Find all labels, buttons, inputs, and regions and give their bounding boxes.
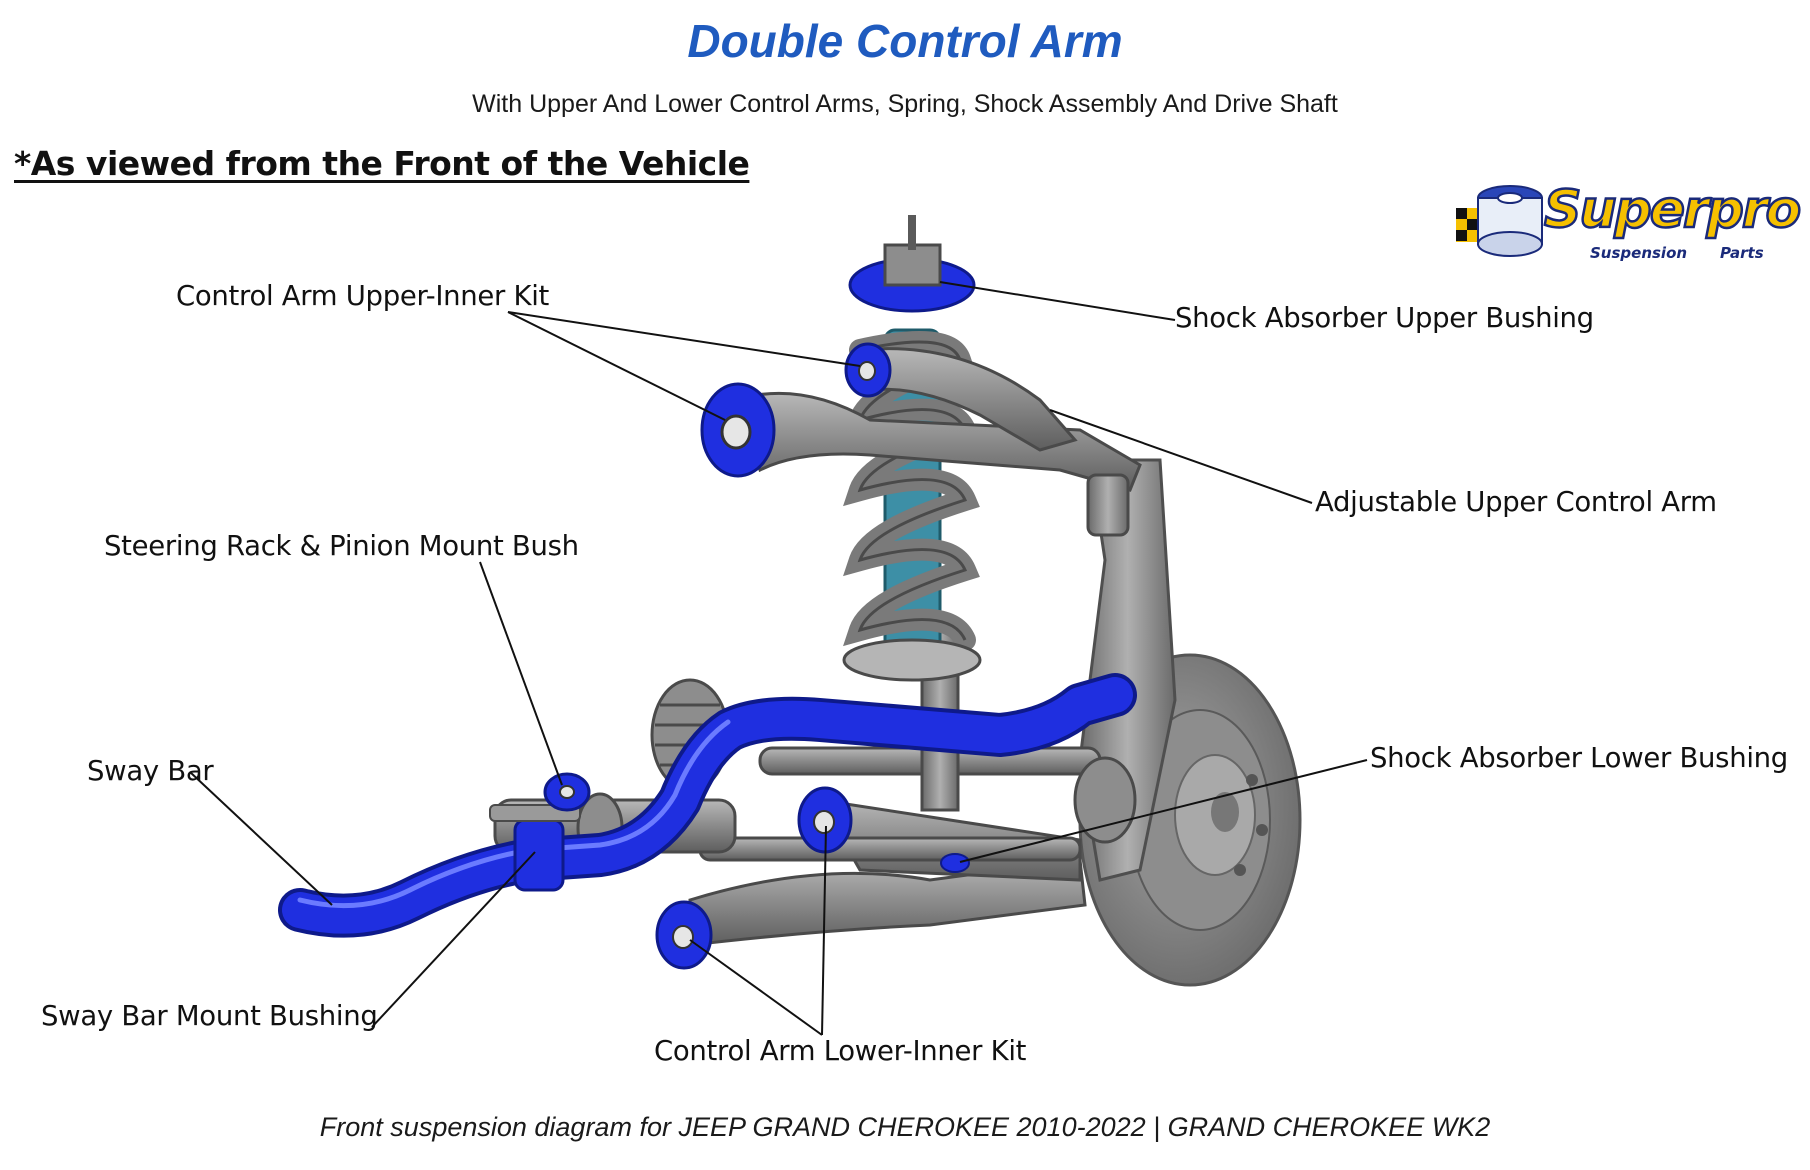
steering-rack-mount-bushing <box>543 772 591 812</box>
callout-upper-inner-kit: Control Arm Upper-Inner Kit <box>176 280 550 312</box>
leader-lines <box>189 281 1368 1036</box>
callout-steering-rack-bush: Steering Rack & Pinion Mount Bush <box>104 530 579 562</box>
logo-bushing-icon <box>1456 185 1543 257</box>
callout-sway-bar-mount-bushing: Sway Bar Mount Bushing <box>41 1000 378 1032</box>
brake-rotor <box>1078 653 1302 987</box>
diagram-caption: Front suspension diagram for JEEP GRAND … <box>319 1112 1491 1142</box>
shock-lower-bushing <box>940 853 970 873</box>
upper-inner-bushing-front <box>700 382 776 478</box>
callout-sway-bar: Sway Bar <box>87 755 214 787</box>
callout-lower-inner-kit: Control Arm Lower-Inner Kit <box>654 1035 1027 1067</box>
logo-tag-left: Suspension <box>1590 244 1688 262</box>
callout-shock-lower-bushing: Shock Absorber Lower Bushing <box>1370 742 1788 774</box>
page-title: Double Control Arm <box>687 15 1123 67</box>
callout-adjustable-upper-arm: Adjustable Upper Control Arm <box>1315 486 1717 518</box>
logo-tag-right: Parts <box>1720 244 1764 262</box>
upper-control-arm <box>733 347 1142 537</box>
logo-wordmark: Superpro <box>1543 179 1803 242</box>
upper-inner-bushing-rear <box>844 342 892 398</box>
page-subtitle: With Upper And Lower Control Arms, Sprin… <box>472 90 1338 118</box>
viewpoint-note: *As viewed from the Front of the Vehicle <box>14 144 750 183</box>
callout-shock-upper-bushing: Shock Absorber Upper Bushing <box>1175 302 1594 334</box>
lower-control-arms <box>688 746 1102 947</box>
lower-inner-bushing-front <box>655 900 713 970</box>
superpro-logo: Superpro Suspension Parts <box>1448 178 1803 278</box>
